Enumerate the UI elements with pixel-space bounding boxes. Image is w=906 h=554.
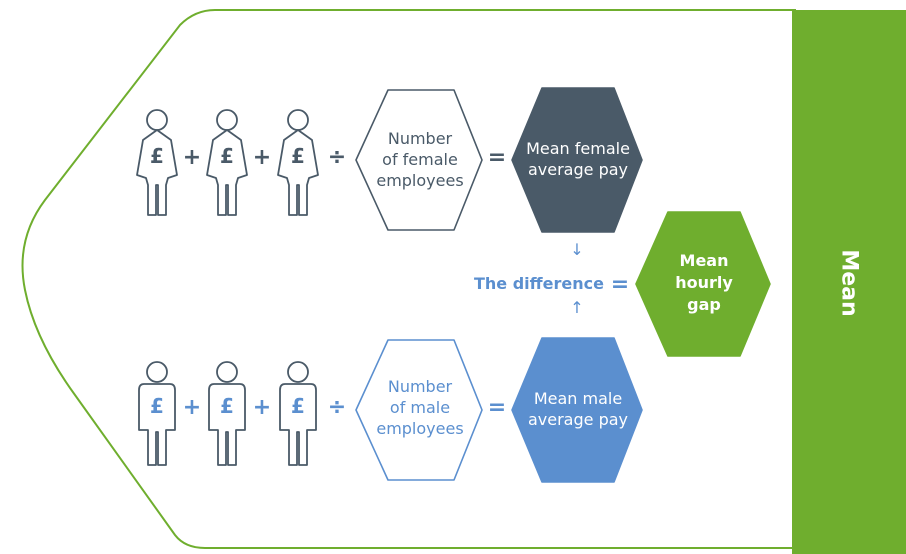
outer-outline: [21, 9, 796, 549]
male-figure-1: [138, 361, 176, 466]
female-result-line-1: Mean female: [526, 139, 630, 158]
female-pound-glyph-1: £: [150, 144, 164, 168]
male-figure-3: [279, 361, 317, 466]
male-count-line-3: employees: [376, 419, 464, 438]
female-count-label: Number of female employees: [366, 128, 474, 191]
male-result-line-2: average pay: [527, 410, 628, 429]
female-plus-1: +: [182, 145, 202, 170]
female-pound-glyph-3: £: [291, 144, 305, 168]
male-count-label: Number of male employees: [366, 376, 474, 439]
male-pound-glyph-3: £: [291, 394, 305, 418]
arrow-up: ↑: [570, 298, 584, 317]
arrow-down: ↓: [570, 240, 584, 259]
difference-equals: =: [610, 272, 630, 297]
female-result-line-2: average pay: [527, 160, 628, 179]
male-result-hexagon: [511, 337, 643, 483]
female-result-label: Mean female average pay: [514, 138, 642, 180]
male-figure-2: [208, 361, 246, 466]
female-pound-glyph-2: £: [220, 144, 234, 168]
female-count-line-1: Number: [387, 129, 453, 148]
male-count-hexagon: [355, 339, 483, 481]
male-result-line-1: Mean male: [533, 389, 623, 408]
side-bar: [792, 10, 906, 554]
side-label: Mean: [836, 249, 862, 317]
female-figure-1: [136, 109, 178, 216]
male-equals: =: [487, 395, 507, 420]
female-divide: ÷: [327, 145, 347, 170]
female-figure-2: [206, 109, 248, 216]
gap-line-3: gap: [687, 295, 721, 314]
female-count-line-2: of female: [382, 150, 458, 169]
female-count-hexagon: [355, 89, 483, 231]
male-divide: ÷: [327, 395, 347, 420]
male-pound-glyph-2: £: [220, 394, 234, 418]
male-plus-2: +: [252, 395, 272, 420]
female-count-line-3: employees: [376, 171, 464, 190]
male-plus-1: +: [182, 395, 202, 420]
male-count-line-1: Number: [387, 377, 453, 396]
female-figure-3: [277, 109, 319, 216]
male-pound-glyph-1: £: [150, 394, 164, 418]
female-result-hexagon: [511, 87, 643, 233]
gap-line-2: hourly: [675, 273, 733, 292]
female-plus-2: +: [252, 145, 272, 170]
male-result-label: Mean male average pay: [514, 388, 642, 430]
gap-line-1: Mean: [679, 251, 729, 270]
difference-label: The difference: [474, 274, 604, 293]
gap-hexagon: [635, 211, 771, 357]
female-equals: =: [487, 145, 507, 170]
male-count-line-2: of male: [389, 398, 451, 417]
gap-label: Mean hourly gap: [656, 250, 752, 316]
